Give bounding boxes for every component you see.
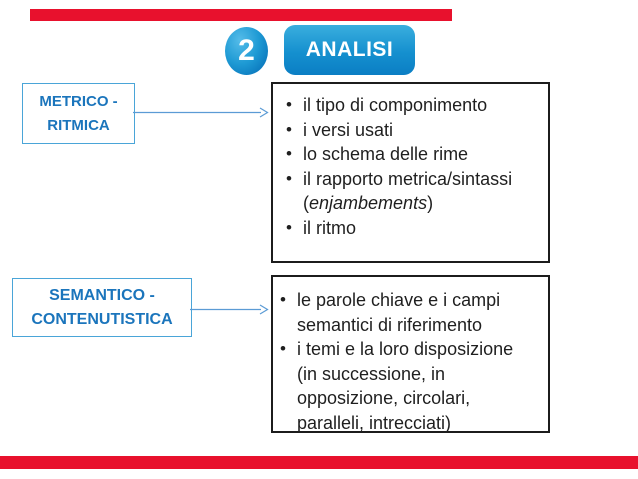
bullet-text: i temi e la loro disposizione (297, 339, 514, 359)
bullet-text: lo schema delle rime (303, 144, 469, 164)
bottom-red-bar (0, 456, 638, 469)
panel-semantico-contenutistica: • le parole chiave e i campi semantici d… (271, 275, 550, 433)
label-metrico-line2: RITMICA (47, 116, 110, 134)
bullet-text-continuation: paralleli, intrecciati) (297, 412, 452, 433)
bullet-text: il ritmo (303, 217, 356, 238)
bullet-text-continuation: semantici di riferimento (297, 314, 483, 335)
label-semantico-line2: CONTENUTISTICA (31, 310, 173, 328)
bullet-dot: • (286, 217, 292, 237)
list-item: • il ritmo (286, 216, 544, 241)
label-box-semantico-contenutistica: SEMANTICO - CONTENUTISTICA (12, 278, 192, 337)
bullet-dot: • (286, 95, 292, 114)
label-box-metrico-ritmica: METRICO - RITMICA (22, 83, 135, 144)
arrow-semantico-to-panel (190, 304, 269, 315)
bullet-text-continuation: (enjambements) (303, 193, 434, 213)
bullet-text: le parole chiave e i campi (297, 290, 501, 310)
bullet-text-continuation: opposizione, circolari, (297, 388, 471, 408)
label-semantico-line1: SEMANTICO - (49, 286, 155, 304)
bullet-text: i versi usati (303, 119, 394, 140)
arrow-metrico-to-panel (133, 107, 269, 118)
list-item: • le parole chiave e i campi semantici d… (280, 288, 544, 337)
list-item: • lo schema delle rime (286, 142, 544, 167)
list-item: • il tipo di componimento (286, 93, 544, 118)
bullet-dot: • (286, 168, 292, 188)
list-item: • il rapporto metrica/sintassi (enjambem… (286, 167, 544, 216)
bullet-text: il tipo di componimento (303, 95, 488, 115)
bullet-dot: • (280, 339, 286, 358)
step-number-badge: 2 (225, 27, 268, 75)
top-red-bar (30, 9, 452, 21)
list-item: • i versi usati (286, 118, 544, 143)
label-metrico-line1: METRICO - (39, 92, 118, 110)
bullet-text-continuation: (in successione, in (297, 363, 446, 384)
list-item: • i temi e la loro disposizione (in succ… (280, 337, 544, 435)
bullet-text: il rapporto metrica/sintassi (303, 168, 513, 189)
bullet-dot: • (286, 119, 292, 139)
step-title-pill: ANALISI (284, 25, 415, 75)
panel-metrico-ritmica: • il tipo di componimento • i versi usat… (271, 82, 550, 263)
bullet-dot: • (286, 144, 292, 163)
bullet-dot: • (280, 290, 286, 309)
